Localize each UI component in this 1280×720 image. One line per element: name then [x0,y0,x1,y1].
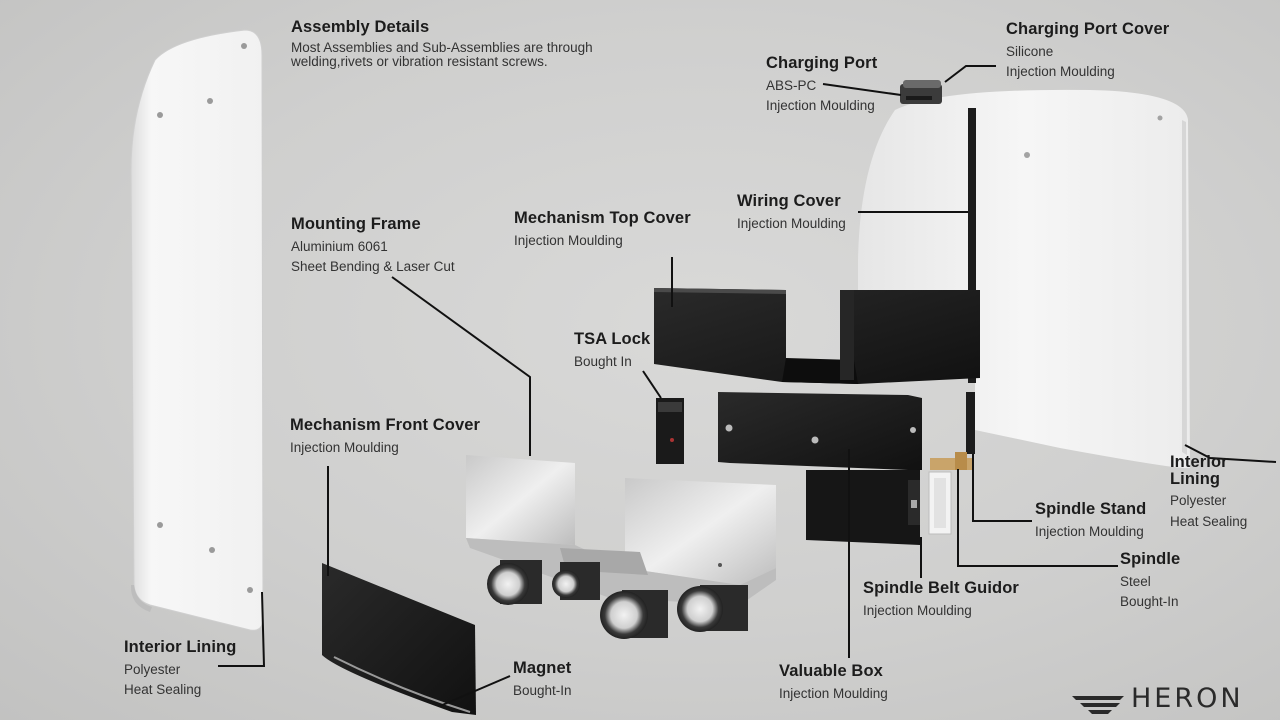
wheels [487,560,748,639]
heron-logo-text: HERON [1131,683,1244,714]
callout-mechanism-front-cover: Mechanism Front Cover Injection Moulding [290,417,480,454]
wheel [487,560,542,605]
leader-charging-port [822,83,902,96]
callout-process: Bought-In [513,682,572,698]
callout-title: Wiring Cover [737,192,841,210]
callout-title: Valuable Box [779,662,883,680]
callout-process: Injection Moulding [737,215,846,231]
leader-mounting-frame [391,276,531,456]
leader-charging-port-cover [944,65,996,83]
assembly-details-title: Assembly Details [291,18,430,36]
callout-process: Sheet Bending & Laser Cut [291,259,455,274]
callout-process: Injection Moulding [1035,523,1144,539]
callout-process: Injection Moulding [514,232,623,248]
mechanism-top-cover-part [654,288,980,384]
callout-title: Spindle Belt Guidor [863,579,1019,597]
callout-valuable-box: Valuable Box Injection Moulding [779,663,888,700]
callout-assembly-details: Assembly Details Most Assemblies and Sub… [291,19,631,70]
callout-wiring-cover: Wiring Cover Injection Moulding [737,193,846,230]
callout-charging-port: Charging Port ABS-PC Injection Moulding [766,55,877,113]
leader-spindle-stand [972,454,1032,522]
interior-lining-left-panel [130,29,264,631]
callout-spindle-belt-guidor: Spindle Belt Guidor Injection Moulding [863,580,1019,617]
callout-process: Bought-In [1120,594,1179,609]
callout-title: Interior Lining [1170,453,1228,488]
wheel [552,562,600,600]
leader-lines [218,65,1277,707]
wheel [600,590,668,639]
spindle-belt-guidor-part [928,471,952,535]
callout-tsa-lock: TSA Lock Bought In [574,331,650,368]
callout-process: Injection Moulding [766,98,875,113]
callout-material: ABS-PC [766,77,817,93]
callout-spindle: Spindle Steel Bought-In [1120,551,1180,609]
callout-spindle-stand: Spindle Stand Injection Moulding [1035,501,1146,538]
heron-logo-icon [1072,696,1124,714]
callout-process: Heat Sealing [124,682,202,697]
callout-mounting-frame: Mounting Frame Aluminium 6061 Sheet Bend… [291,216,455,274]
wheel [677,585,748,632]
callout-title: Charging Port [766,54,878,72]
charging-port-part [900,80,942,104]
callout-title: Mechanism Top Cover [514,209,691,227]
callout-charging-port-cover: Charging Port Cover Silicone Injection M… [1006,21,1169,79]
callout-mechanism-top-cover: Mechanism Top Cover Injection Moulding [514,210,691,247]
callout-process: Heat Sealing [1170,513,1248,529]
assembly-details-description: Most Assemblies and Sub-Assemblies are t… [291,39,593,70]
callout-interior-lining-left: Interior Lining Polyester Heat Sealing [124,639,236,697]
wiring-cover-part [968,108,976,383]
callout-title: Spindle [1120,550,1181,568]
callout-title: Mounting Frame [291,215,421,233]
spindle-part [930,452,972,470]
callout-material: Silicone [1006,43,1054,59]
valuable-box-part [718,392,922,545]
leader-magnet [439,675,511,707]
tsa-lock-part [656,398,684,464]
callout-magnet: Magnet Bought-In [513,660,572,697]
leader-spindle [957,469,1118,567]
callout-process: Bought In [574,353,632,369]
callout-material: Steel [1120,573,1151,589]
callout-process: Injection Moulding [1006,64,1115,79]
leader-interior-lining-left [218,591,266,667]
callout-process: Injection Moulding [290,439,399,455]
callout-interior-lining-right: Interior Lining Polyester Heat Sealing [1170,454,1280,528]
callout-title: Interior Lining [124,638,237,656]
callout-title: Spindle Stand [1035,500,1147,518]
callout-title: Mechanism Front Cover [290,416,481,434]
callout-title: Charging Port Cover [1006,20,1170,38]
mechanism-front-cover-part [322,563,476,715]
spindle-stand-part [966,392,975,454]
callout-process: Injection Moulding [779,685,888,701]
callout-title: Magnet [513,659,572,677]
callout-process: Injection Moulding [863,602,972,618]
leader-tsa-lock [642,370,662,399]
callout-material: Aluminium 6061 [291,238,388,254]
callout-title: TSA Lock [574,330,651,348]
callout-material: Polyester [124,661,181,677]
callout-material: Polyester [1170,493,1227,508]
leader-interior-lining-right [1184,444,1277,463]
interior-lining-right-shell [858,89,1190,469]
